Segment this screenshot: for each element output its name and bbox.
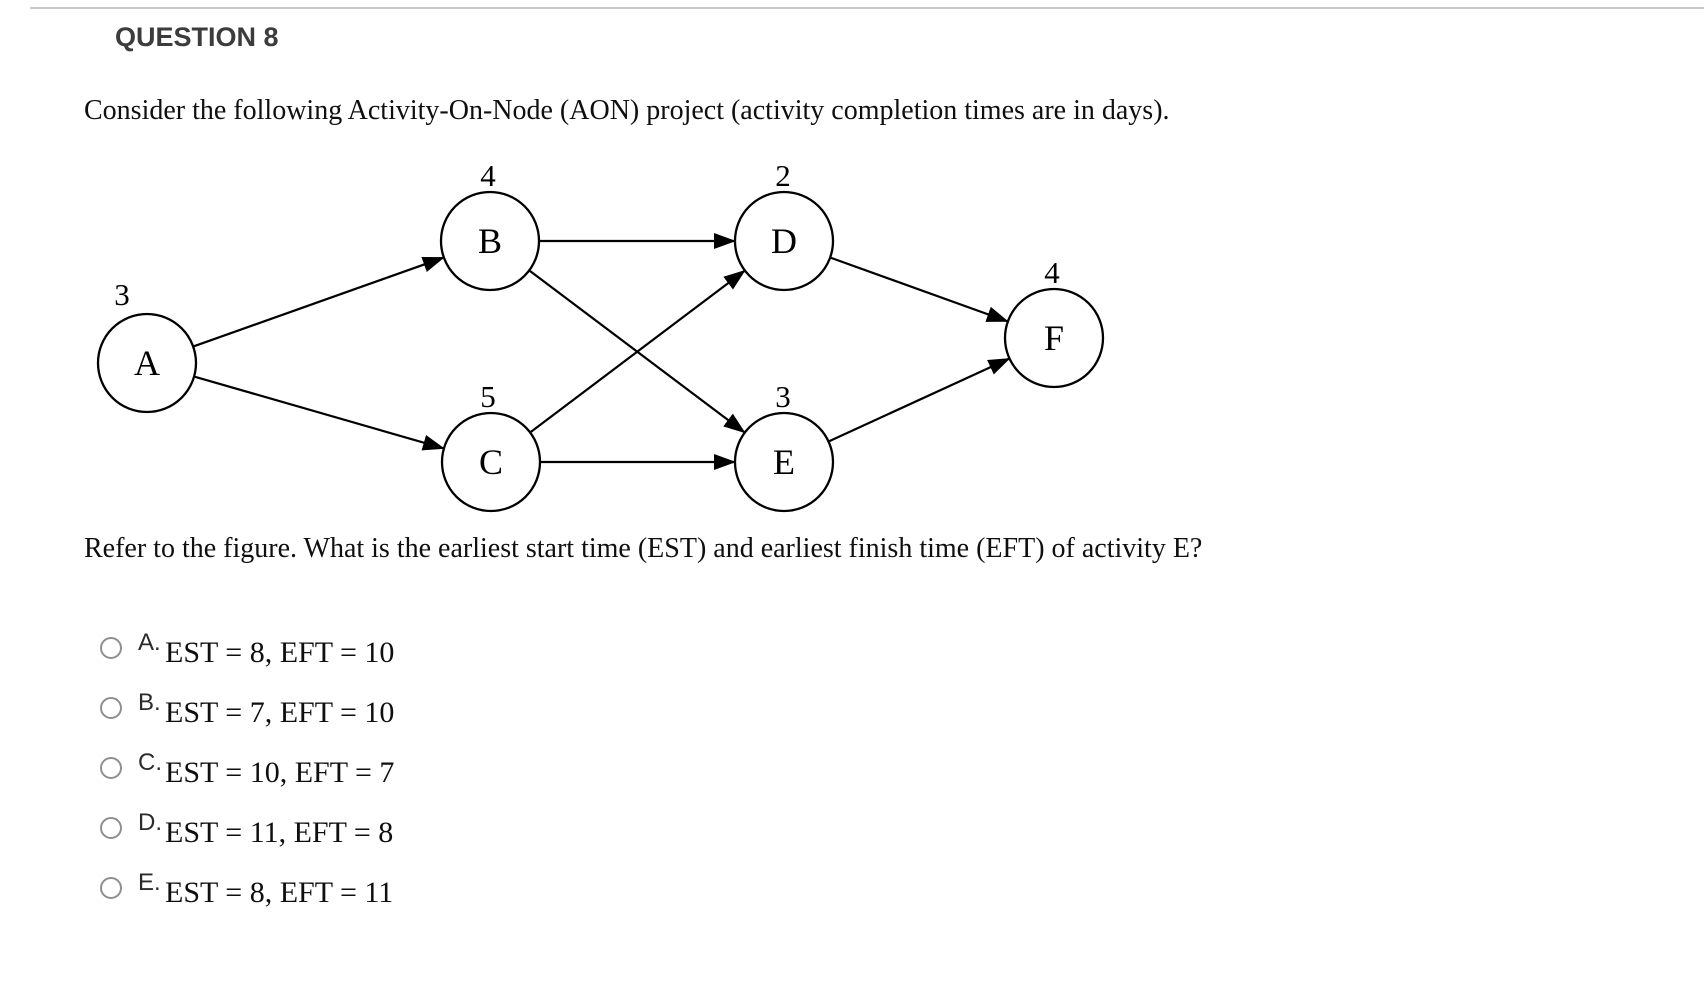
node-C-label: C xyxy=(479,442,503,482)
question-number-heading: QUESTION 8 xyxy=(115,22,279,52)
option-letter: D. xyxy=(138,809,162,836)
radio-button-option-c[interactable] xyxy=(100,757,122,779)
node-A-circle xyxy=(96,312,198,414)
radio-button-option-b[interactable] xyxy=(100,697,122,719)
question-prompt-text: Refer to the figure. What is the earlies… xyxy=(84,533,1203,564)
answer-option-row-a: A.EST = 8, EFT = 10 xyxy=(100,631,780,697)
node-F-circle xyxy=(1003,287,1105,389)
answer-option-row-b: B.EST = 7, EFT = 10 xyxy=(100,691,780,757)
diagram-edges xyxy=(193,233,1011,470)
option-text: EST = 8, EFT = 11 xyxy=(165,876,394,909)
option-text: EST = 8, EFT = 10 xyxy=(165,636,395,669)
node-B-label: B xyxy=(478,221,502,261)
node-E-label: E xyxy=(773,442,795,482)
activity-node-C: C5 xyxy=(440,379,542,513)
option-letter: C. xyxy=(138,749,162,776)
node-D-circle xyxy=(733,190,835,292)
radio-button-option-e[interactable] xyxy=(100,877,122,899)
node-D-label: D xyxy=(771,221,797,261)
edge-A-C-arrow xyxy=(194,375,445,451)
activity-node-B: B4 xyxy=(439,158,541,292)
radio-button-option-d[interactable] xyxy=(100,817,122,839)
node-F-label: F xyxy=(1044,318,1064,358)
node-B-circle xyxy=(439,190,541,292)
radio-button-option-a[interactable] xyxy=(100,637,122,659)
edge-C-D-arrow xyxy=(530,269,746,433)
answer-option-row-c: C.EST = 10, EFT = 7 xyxy=(100,751,780,817)
activity-node-A: A3 xyxy=(96,277,198,414)
node-B-duration: 4 xyxy=(480,158,496,193)
option-letter: B. xyxy=(138,689,161,716)
node-A-duration: 3 xyxy=(114,277,130,312)
answer-option-row-e: E.EST = 8, EFT = 11 xyxy=(100,871,780,937)
top-divider xyxy=(30,7,1704,9)
node-C-circle xyxy=(440,411,542,513)
option-letter: A. xyxy=(138,629,161,656)
option-letter: E. xyxy=(138,869,161,896)
edge-D-F-arrow xyxy=(830,256,1009,323)
option-text: EST = 11, EFT = 8 xyxy=(165,816,394,849)
edge-A-B-arrow xyxy=(193,256,445,348)
node-A-label: A xyxy=(134,343,160,383)
question-intro-text: Consider the following Activity-On-Node … xyxy=(84,95,1170,126)
option-text: EST = 10, EFT = 7 xyxy=(165,756,395,789)
node-E-circle xyxy=(733,411,835,513)
activity-node-E: E3 xyxy=(733,379,835,513)
node-F-duration: 4 xyxy=(1044,255,1060,290)
answer-option-row-d: D.EST = 11, EFT = 8 xyxy=(100,811,780,877)
node-D-duration: 2 xyxy=(775,158,791,193)
node-E-duration: 3 xyxy=(775,379,791,414)
option-text: EST = 7, EFT = 10 xyxy=(165,696,395,729)
activity-node-D: D2 xyxy=(733,158,835,292)
node-C-duration: 5 xyxy=(480,379,496,414)
edge-E-F-arrow xyxy=(828,357,1011,443)
activity-node-F: F4 xyxy=(1003,255,1105,389)
